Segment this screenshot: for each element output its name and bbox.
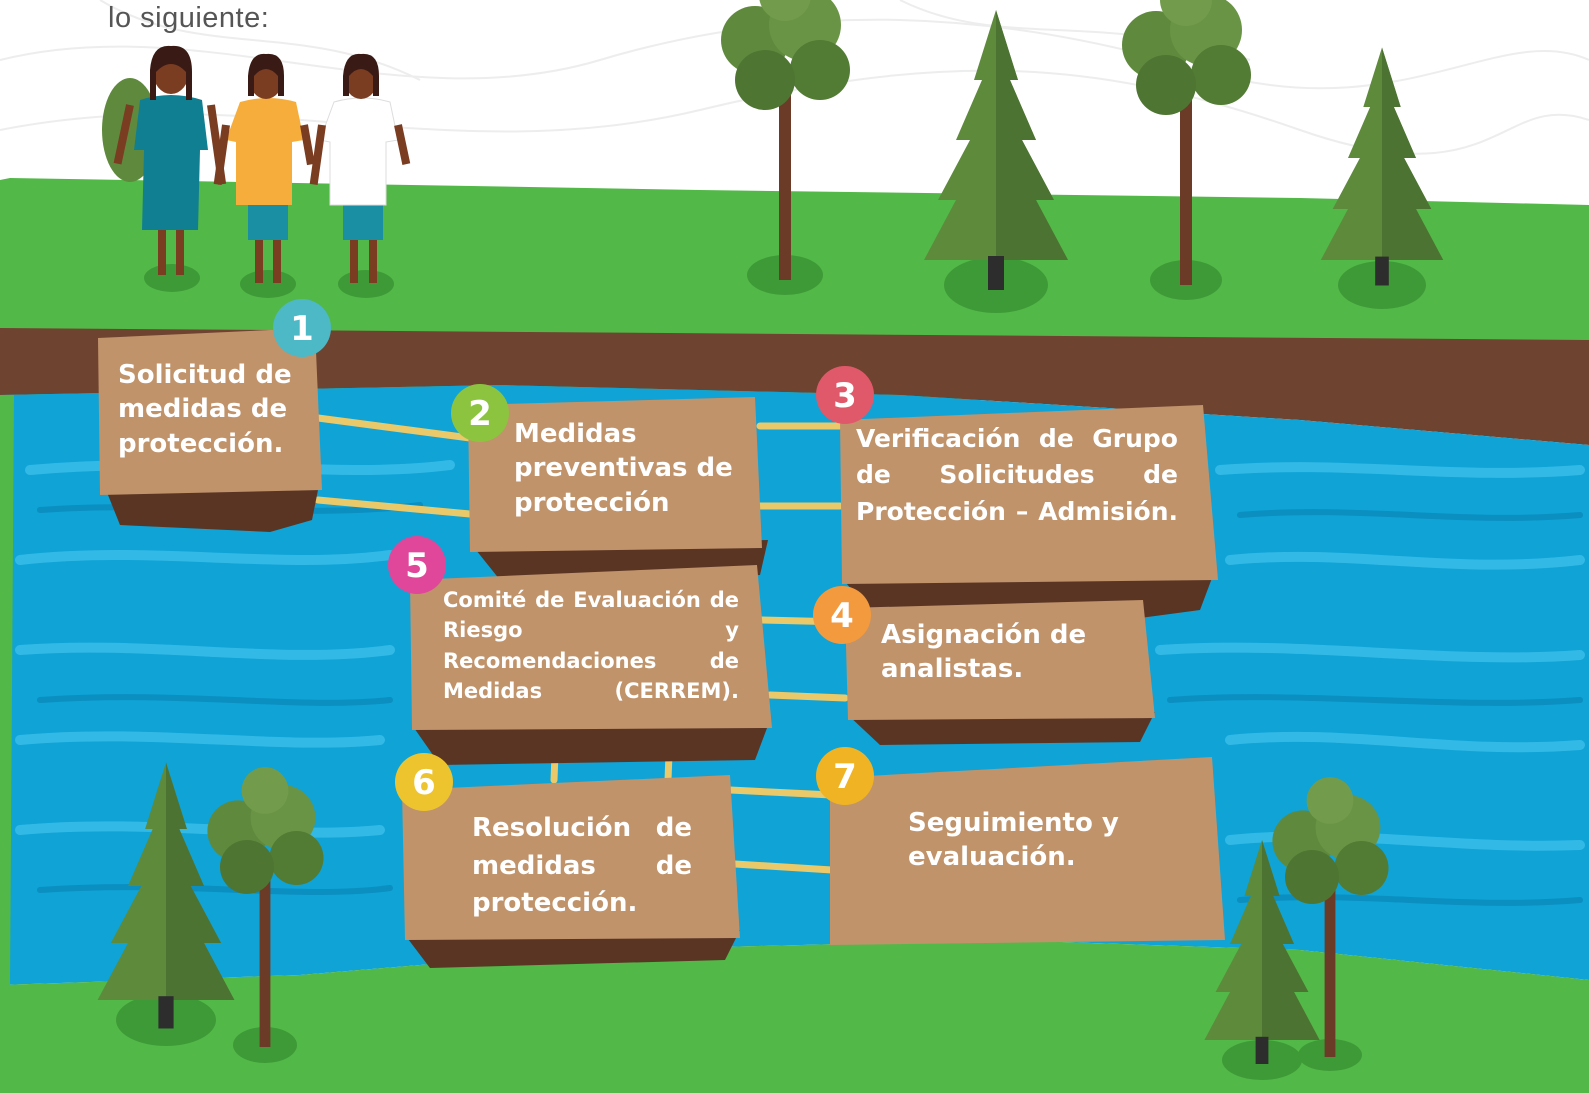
step-number-7: 7 — [833, 757, 857, 797]
step-badge-6: 6 — [395, 753, 453, 811]
step-number-1: 1 — [290, 309, 314, 349]
step-number-3: 3 — [833, 376, 857, 416]
step-label-7: Seguimiento y evaluación. — [908, 808, 1119, 873]
step-number-2: 2 — [468, 394, 492, 434]
step-label-4: Asignación de analistas. — [881, 620, 1087, 685]
people-group — [102, 45, 411, 298]
step-badge-5: 5 — [388, 536, 446, 594]
step-label-6: Resolución de medidas de protección. — [472, 813, 692, 919]
step-number-4: 4 — [830, 596, 854, 636]
raft-1 — [98, 328, 322, 532]
step-label-2: Medidas preventivas de protección — [514, 419, 733, 518]
step-badge-4: 4 — [813, 586, 871, 644]
raft-6 — [402, 775, 740, 968]
step-badge-1: 1 — [273, 299, 331, 357]
step-label-1: Solicitud de medidas de protección. — [118, 360, 292, 459]
rope-connectors — [314, 414, 1047, 874]
raft-4 — [845, 600, 1155, 745]
woman-icon — [213, 53, 315, 283]
woman-icon — [309, 53, 411, 283]
step-label-5: Comité de Evaluación de Riesgo y Recomen… — [443, 588, 739, 704]
raft-5 — [410, 565, 772, 765]
step-badge-3: 3 — [816, 366, 874, 424]
step-badge-7: 7 — [816, 747, 874, 805]
raft-7 — [830, 757, 1225, 945]
intro-text: lo siguiente: — [108, 2, 270, 34]
step-number-5: 5 — [405, 546, 429, 586]
step-label-3: Verificación de Grupo de Solicitudes de … — [856, 424, 1178, 526]
step-number-6: 6 — [412, 763, 436, 803]
step-badge-2: 2 — [451, 384, 509, 442]
